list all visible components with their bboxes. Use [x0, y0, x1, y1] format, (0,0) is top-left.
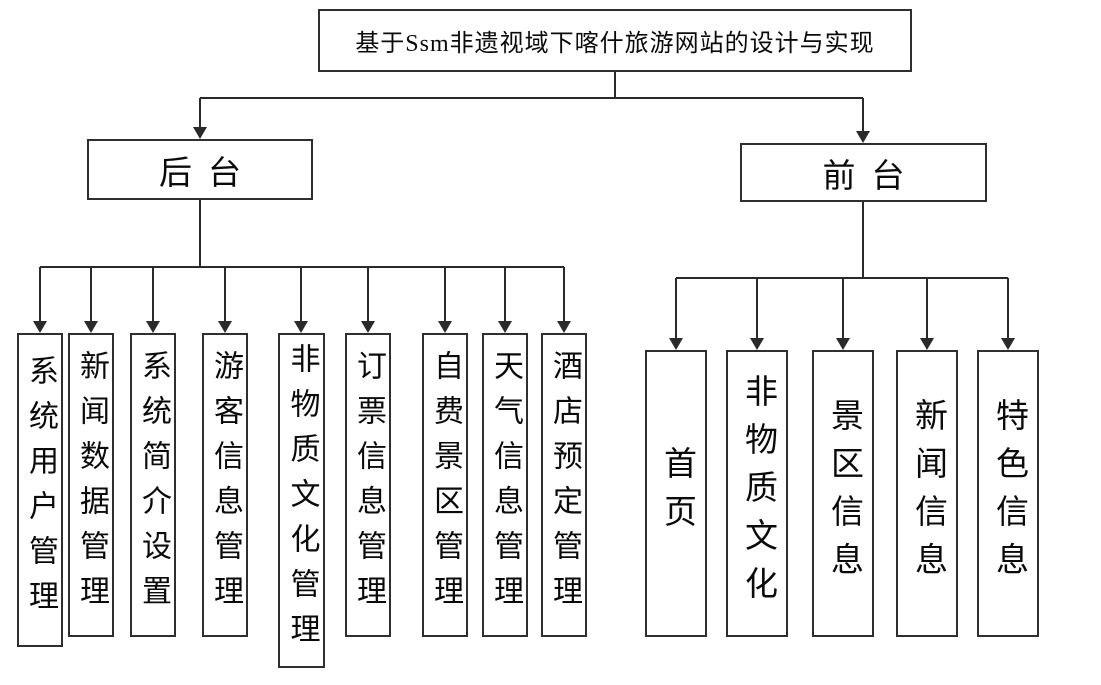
- arrow-frontend-child-3: [836, 338, 850, 350]
- root-connector-lines: [199, 72, 864, 132]
- backend-leaf-hotel-booking-management-label: 酒店预定管理: [548, 350, 581, 620]
- backend-leaf-ticket-info-management-label: 订票信息管理: [352, 350, 385, 620]
- frontend-leaf-featured-info-label: 特色信息: [990, 397, 1027, 590]
- backend-leaf-news-data-management: 新闻数据管理: [68, 333, 114, 637]
- backend-leaf-intangible-culture-management: 非物质文化管理: [278, 333, 325, 668]
- arrow-backend-child-2: [84, 321, 98, 333]
- frontend-node: 前台: [740, 143, 987, 202]
- backend-connector-lines: [39, 200, 565, 322]
- backend-leaf-paid-scenic-area-management-label: 自费景区管理: [429, 350, 462, 620]
- backend-node: 后台: [87, 139, 313, 200]
- frontend-leaf-home: 首页: [645, 350, 707, 637]
- frontend-leaf-intangible-culture: 非物质文化: [726, 350, 788, 637]
- backend-leaf-weather-info-management-label: 天气信息管理: [489, 350, 522, 620]
- frontend-leaf-scenic-area-info-label: 景区信息: [825, 397, 862, 590]
- arrow-to-backend: [193, 127, 207, 139]
- arrow-backend-child-3: [146, 321, 160, 333]
- backend-leaf-visitor-info-management-label: 游客信息管理: [209, 350, 242, 620]
- arrow-backend-child-1: [33, 321, 47, 333]
- arrow-backend-child-8: [498, 321, 512, 333]
- backend-leaf-ticket-info-management: 订票信息管理: [345, 333, 391, 637]
- backend-node-label: 后台: [159, 155, 257, 192]
- frontend-leaf-news-info-label: 新闻信息: [909, 397, 946, 590]
- arrow-backend-child-6: [361, 321, 375, 333]
- root-node-label: 基于Ssm非遗视域下喀什旅游网站的设计与实现: [355, 31, 875, 57]
- backend-leaf-system-user-management-label: 系统用户管理: [24, 355, 57, 625]
- frontend-connector-lines: [675, 202, 1009, 339]
- backend-leaf-system-user-management: 系统用户管理: [17, 333, 63, 647]
- backend-leaf-system-intro-settings: 系统简介设置: [130, 333, 176, 637]
- arrow-backend-child-4: [218, 321, 232, 333]
- backend-leaf-visitor-info-management: 游客信息管理: [202, 333, 248, 637]
- backend-leaf-news-data-management-label: 新闻数据管理: [75, 350, 108, 620]
- arrow-frontend-child-5: [1001, 338, 1015, 350]
- arrow-backend-child-7: [438, 321, 452, 333]
- arrow-frontend-child-2: [750, 338, 764, 350]
- arrow-backend-child-5: [294, 321, 308, 333]
- frontend-leaf-scenic-area-info: 景区信息: [812, 350, 874, 637]
- backend-leaf-system-intro-settings-label: 系统简介设置: [137, 350, 170, 620]
- backend-leaf-hotel-booking-management: 酒店预定管理: [541, 333, 587, 637]
- backend-leaf-paid-scenic-area-management: 自费景区管理: [422, 333, 468, 637]
- frontend-leaf-home-label: 首页: [658, 445, 695, 542]
- arrow-to-frontend: [856, 131, 870, 143]
- backend-leaf-intangible-culture-management-label: 非物质文化管理: [285, 343, 319, 658]
- arrow-frontend-child-1: [669, 338, 683, 350]
- frontend-leaf-news-info: 新闻信息: [896, 350, 958, 637]
- arrow-backend-child-9: [557, 321, 571, 333]
- frontend-leaf-featured-info: 特色信息: [977, 350, 1039, 637]
- frontend-leaf-intangible-culture-label: 非物质文化: [739, 373, 776, 614]
- frontend-node-label: 前台: [822, 158, 921, 195]
- arrow-frontend-child-4: [920, 338, 934, 350]
- backend-leaf-weather-info-management: 天气信息管理: [482, 333, 528, 637]
- root-node: 基于Ssm非遗视域下喀什旅游网站的设计与实现: [318, 9, 912, 72]
